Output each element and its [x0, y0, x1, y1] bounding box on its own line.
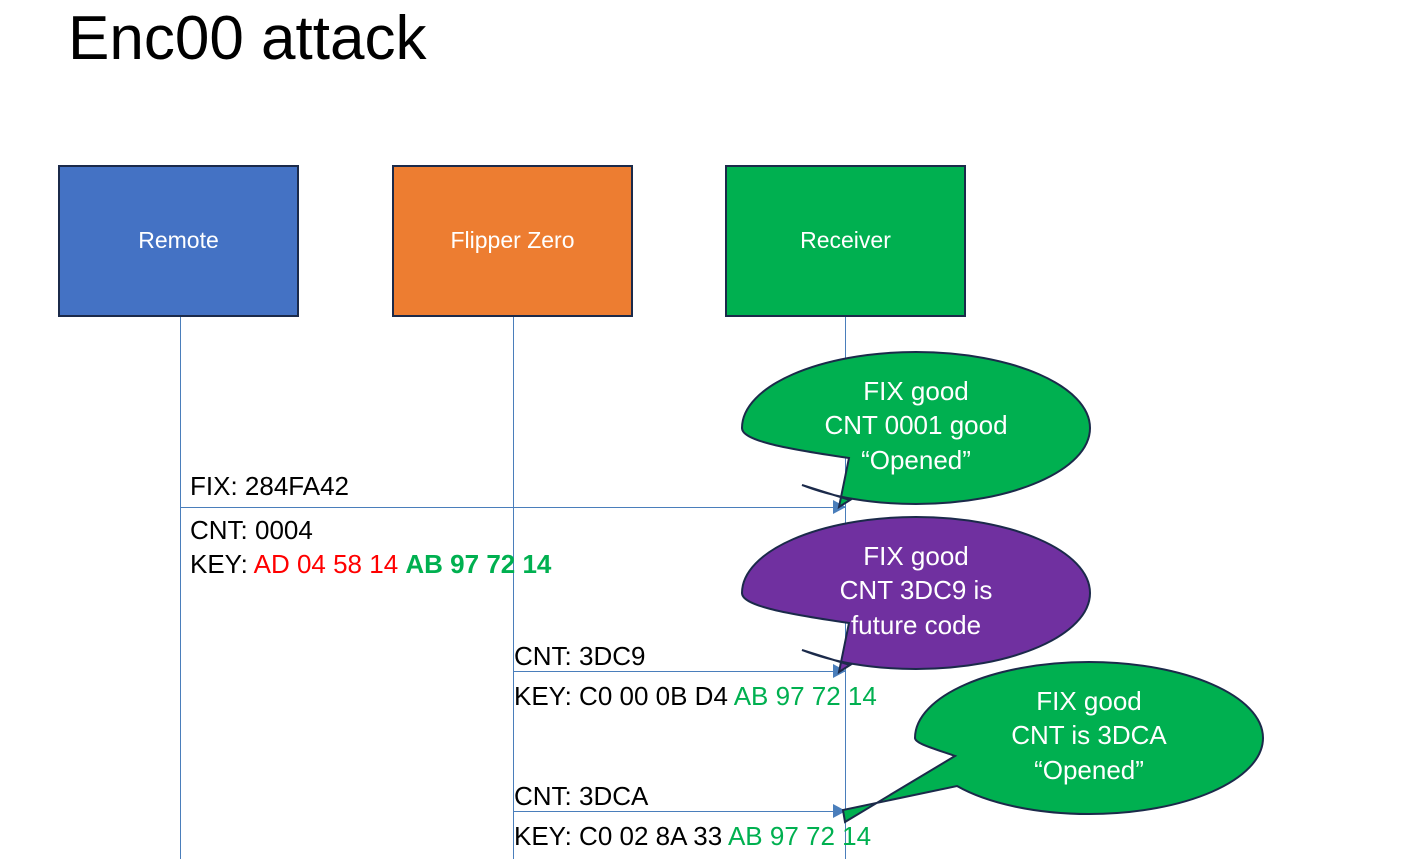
- actor-label-flipper-zero: Flipper Zero: [450, 227, 575, 254]
- callout-bubble-1: FIX good CNT 0001 good “Opened”: [740, 350, 1092, 510]
- message-1-key-prefix: KEY:: [190, 549, 254, 579]
- message-2-key-label: KEY: C0 00 0B D4 AB 97 72 14: [514, 681, 877, 713]
- callout-shape-1: [740, 350, 1092, 510]
- message-3-cnt-label: CNT: 3DCA: [514, 781, 649, 811]
- message-1-fix-label: FIX: 284FA42: [190, 471, 349, 501]
- message-arrow-2: [513, 671, 846, 672]
- lifeline-remote: [180, 317, 181, 859]
- page-title: Enc00 attack: [68, 4, 427, 73]
- message-2-key-part2: AB 97 72 14: [733, 681, 877, 711]
- message-arrow-3: [513, 811, 846, 812]
- message-3-key-label: KEY: C0 02 8A 33 AB 97 72 14: [514, 821, 871, 853]
- actor-box-flipper-zero[interactable]: Flipper Zero: [392, 165, 633, 317]
- callout-shape-2: [740, 515, 1092, 675]
- message-arrow-1: [180, 507, 846, 508]
- message-1-key-part2: AB 97 72 14: [405, 549, 552, 579]
- message-1-key-part1: AD 04 58 14: [253, 549, 399, 579]
- message-2-cnt-label: CNT: 3DC9: [514, 641, 646, 671]
- callout-bubble-2: FIX good CNT 3DC9 is future code: [740, 515, 1092, 675]
- actor-label-remote: Remote: [138, 227, 219, 254]
- callout-shape-3: [841, 660, 1265, 824]
- actor-label-receiver: Receiver: [800, 227, 891, 254]
- message-1-cnt-label: CNT: 0004: [190, 515, 313, 545]
- actor-box-remote[interactable]: Remote: [58, 165, 299, 317]
- message-3-key-prefix: KEY: C0 02 8A 33: [514, 821, 728, 851]
- message-2-key-prefix: KEY: C0 00 0B D4: [514, 681, 734, 711]
- callout-bubble-3: FIX good CNT is 3DCA “Opened”: [841, 660, 1265, 824]
- message-1-key-label: KEY: AD 04 58 14 AB 97 72 14: [190, 549, 551, 581]
- actor-box-receiver[interactable]: Receiver: [725, 165, 966, 317]
- lifeline-flipper-zero: [513, 317, 514, 859]
- message-3-key-part2: AB 97 72 14: [727, 821, 872, 851]
